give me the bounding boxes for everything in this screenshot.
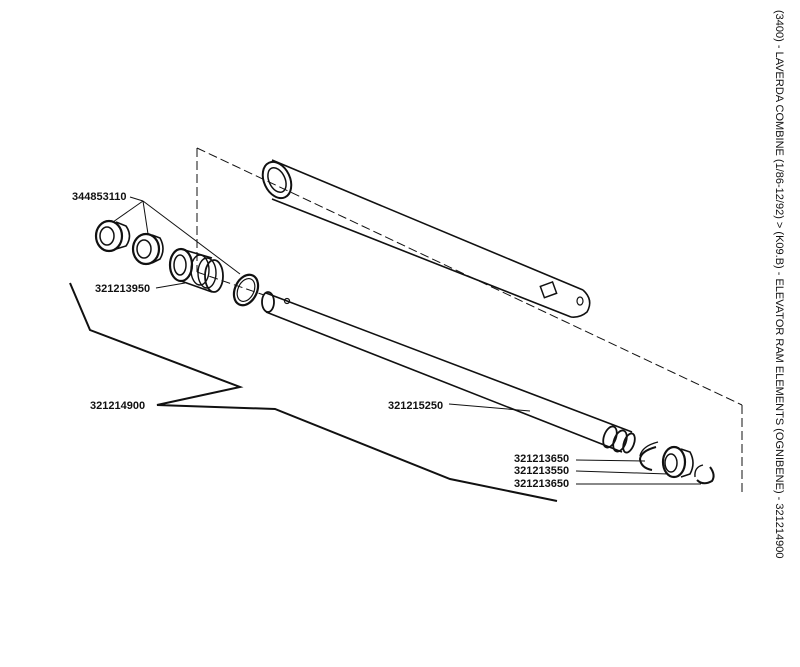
label-344853110: 344853110 <box>72 191 126 203</box>
gland-bushing <box>168 247 224 293</box>
label-321213650-bottom: 321213650 <box>514 478 569 490</box>
seal-set <box>94 219 164 266</box>
label-321213550: 321213550 <box>514 465 569 477</box>
assembly-leader <box>69 282 558 502</box>
label-321213950: 321213950 <box>95 283 150 295</box>
leader-lines <box>112 196 701 485</box>
label-321213650-top: 321213650 <box>514 453 569 465</box>
gland-ring <box>232 273 260 307</box>
piston-rod <box>261 291 636 454</box>
cylinder-barrel <box>261 159 591 318</box>
label-321215250: 321215250 <box>388 400 443 412</box>
assembly-boundary <box>196 147 743 492</box>
label-321214900: 321214900 <box>90 400 145 412</box>
rod-end-parts <box>638 441 715 485</box>
